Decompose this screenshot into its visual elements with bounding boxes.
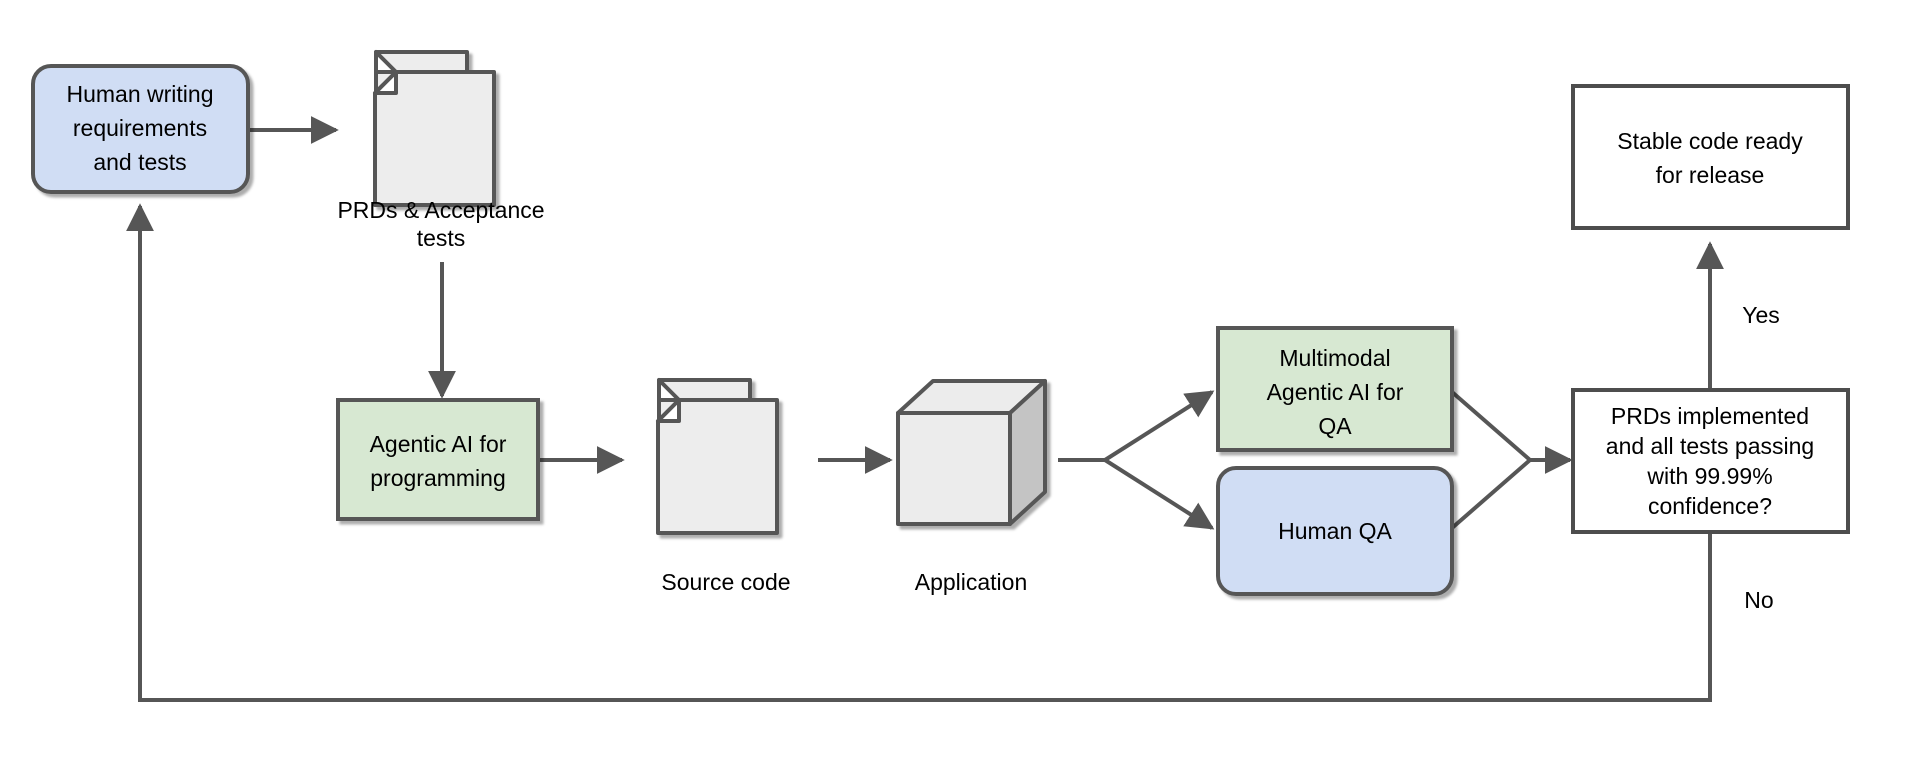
human-qa-label: Human QA — [1278, 518, 1392, 544]
edge-split-to-human-qa — [1103, 458, 1215, 530]
edge-label-no: No — [1744, 587, 1773, 613]
node-human-writing[interactable] — [31, 64, 250, 194]
agentic-ai-programming-label-line2: programming — [370, 465, 506, 491]
node-application-cube[interactable] — [896, 379, 1047, 526]
multimodal-qa-label-line2: Agentic AI for — [1267, 379, 1404, 405]
node-agentic-ai-programming[interactable] — [336, 398, 540, 521]
application-cube-side — [1008, 379, 1047, 526]
node-stable-code-ready[interactable] — [1571, 84, 1850, 230]
agentic-ai-programming-label-line1: Agentic AI for — [370, 431, 507, 457]
human-writing-label-line1: Human writing — [67, 81, 214, 107]
node-human-qa[interactable] — [1216, 466, 1454, 596]
prds-document-back-fold — [374, 50, 398, 74]
human-writing-label-line3: and tests — [93, 149, 186, 175]
stable-code-ready-box[interactable] — [1571, 84, 1850, 230]
stable-code-label-line2: for release — [1656, 162, 1765, 188]
human-qa-box[interactable] — [1216, 466, 1454, 596]
edge-decision-to-human-no — [126, 203, 1712, 702]
edge-split-to-multimodal-qa — [1103, 390, 1215, 462]
prds-caption-line2: tests — [417, 225, 466, 251]
stable-code-label-line1: Stable code ready — [1617, 128, 1803, 154]
decision-label-line1: PRDs implemented — [1611, 403, 1809, 429]
edges-layer — [126, 116, 1724, 702]
source-code-document-front-fold — [656, 398, 681, 423]
node-multimodal-agentic-ai-qa[interactable] — [1216, 326, 1454, 452]
prds-caption-line1: PRDs & Acceptance — [337, 197, 544, 223]
multimodal-qa-label-line3: QA — [1318, 413, 1352, 439]
node-prds-documents[interactable] — [373, 50, 496, 207]
edge-multimodal-qa-to-merge — [1450, 390, 1532, 462]
edge-label-yes: Yes — [1742, 302, 1780, 328]
prds-implemented-decision-box[interactable] — [1571, 388, 1850, 534]
node-source-code-documents[interactable] — [656, 378, 779, 535]
application-caption: Application — [915, 569, 1028, 595]
multimodal-agentic-ai-qa-box[interactable] — [1216, 326, 1454, 452]
edge-human-qa-to-merge — [1450, 458, 1532, 530]
human-writing-label-line2: requirements — [73, 115, 207, 141]
multimodal-qa-label-line1: Multimodal — [1279, 345, 1390, 371]
node-prds-implemented-decision[interactable] — [1571, 388, 1850, 534]
source-code-caption: Source code — [661, 569, 790, 595]
decision-label-line2: and all tests passing — [1606, 433, 1814, 459]
decision-label-line3: with 99.99% — [1646, 463, 1772, 489]
application-cube-front — [896, 411, 1012, 526]
prds-document-front-fold — [373, 70, 398, 95]
decision-label-line4: confidence? — [1648, 493, 1772, 519]
human-writing-box[interactable] — [31, 64, 250, 194]
source-code-document-back-fold — [657, 378, 681, 402]
agentic-ai-programming-box[interactable] — [336, 398, 540, 521]
